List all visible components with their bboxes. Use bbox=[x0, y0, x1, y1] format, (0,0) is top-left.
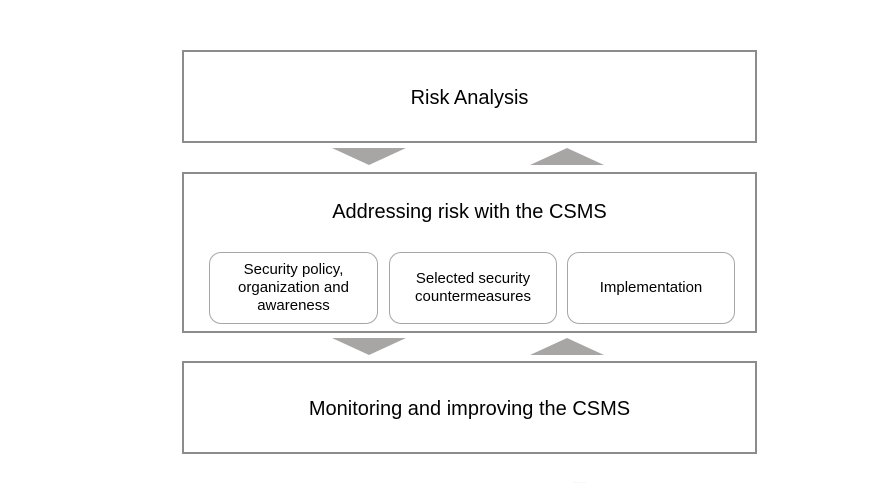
risk-analysis-label: Risk Analysis bbox=[410, 87, 529, 109]
security-policy-label: Security policy, organization and awaren… bbox=[238, 261, 349, 314]
arrow-down-icon bbox=[332, 148, 406, 165]
implementation-label: Implementation bbox=[599, 279, 703, 296]
monitoring-box: Monitoring and improving the CSMS bbox=[182, 361, 757, 454]
addressing-risk-label: Addressing risk with the CSMS bbox=[332, 201, 607, 223]
countermeasures-label: Selected security countermeasures bbox=[415, 270, 531, 305]
arrow-up-icon bbox=[530, 148, 604, 165]
arrow-up-icon bbox=[530, 338, 604, 355]
footnote: ···· ··· ···· bbox=[573, 480, 586, 484]
security-policy-box: Security policy, organization and awaren… bbox=[209, 252, 378, 324]
arrow-down-icon bbox=[332, 338, 406, 355]
risk-analysis-box: Risk Analysis bbox=[182, 50, 757, 143]
countermeasures-box: Selected security countermeasures bbox=[389, 252, 557, 324]
implementation-box: Implementation bbox=[567, 252, 735, 324]
monitoring-label: Monitoring and improving the CSMS bbox=[308, 398, 631, 420]
